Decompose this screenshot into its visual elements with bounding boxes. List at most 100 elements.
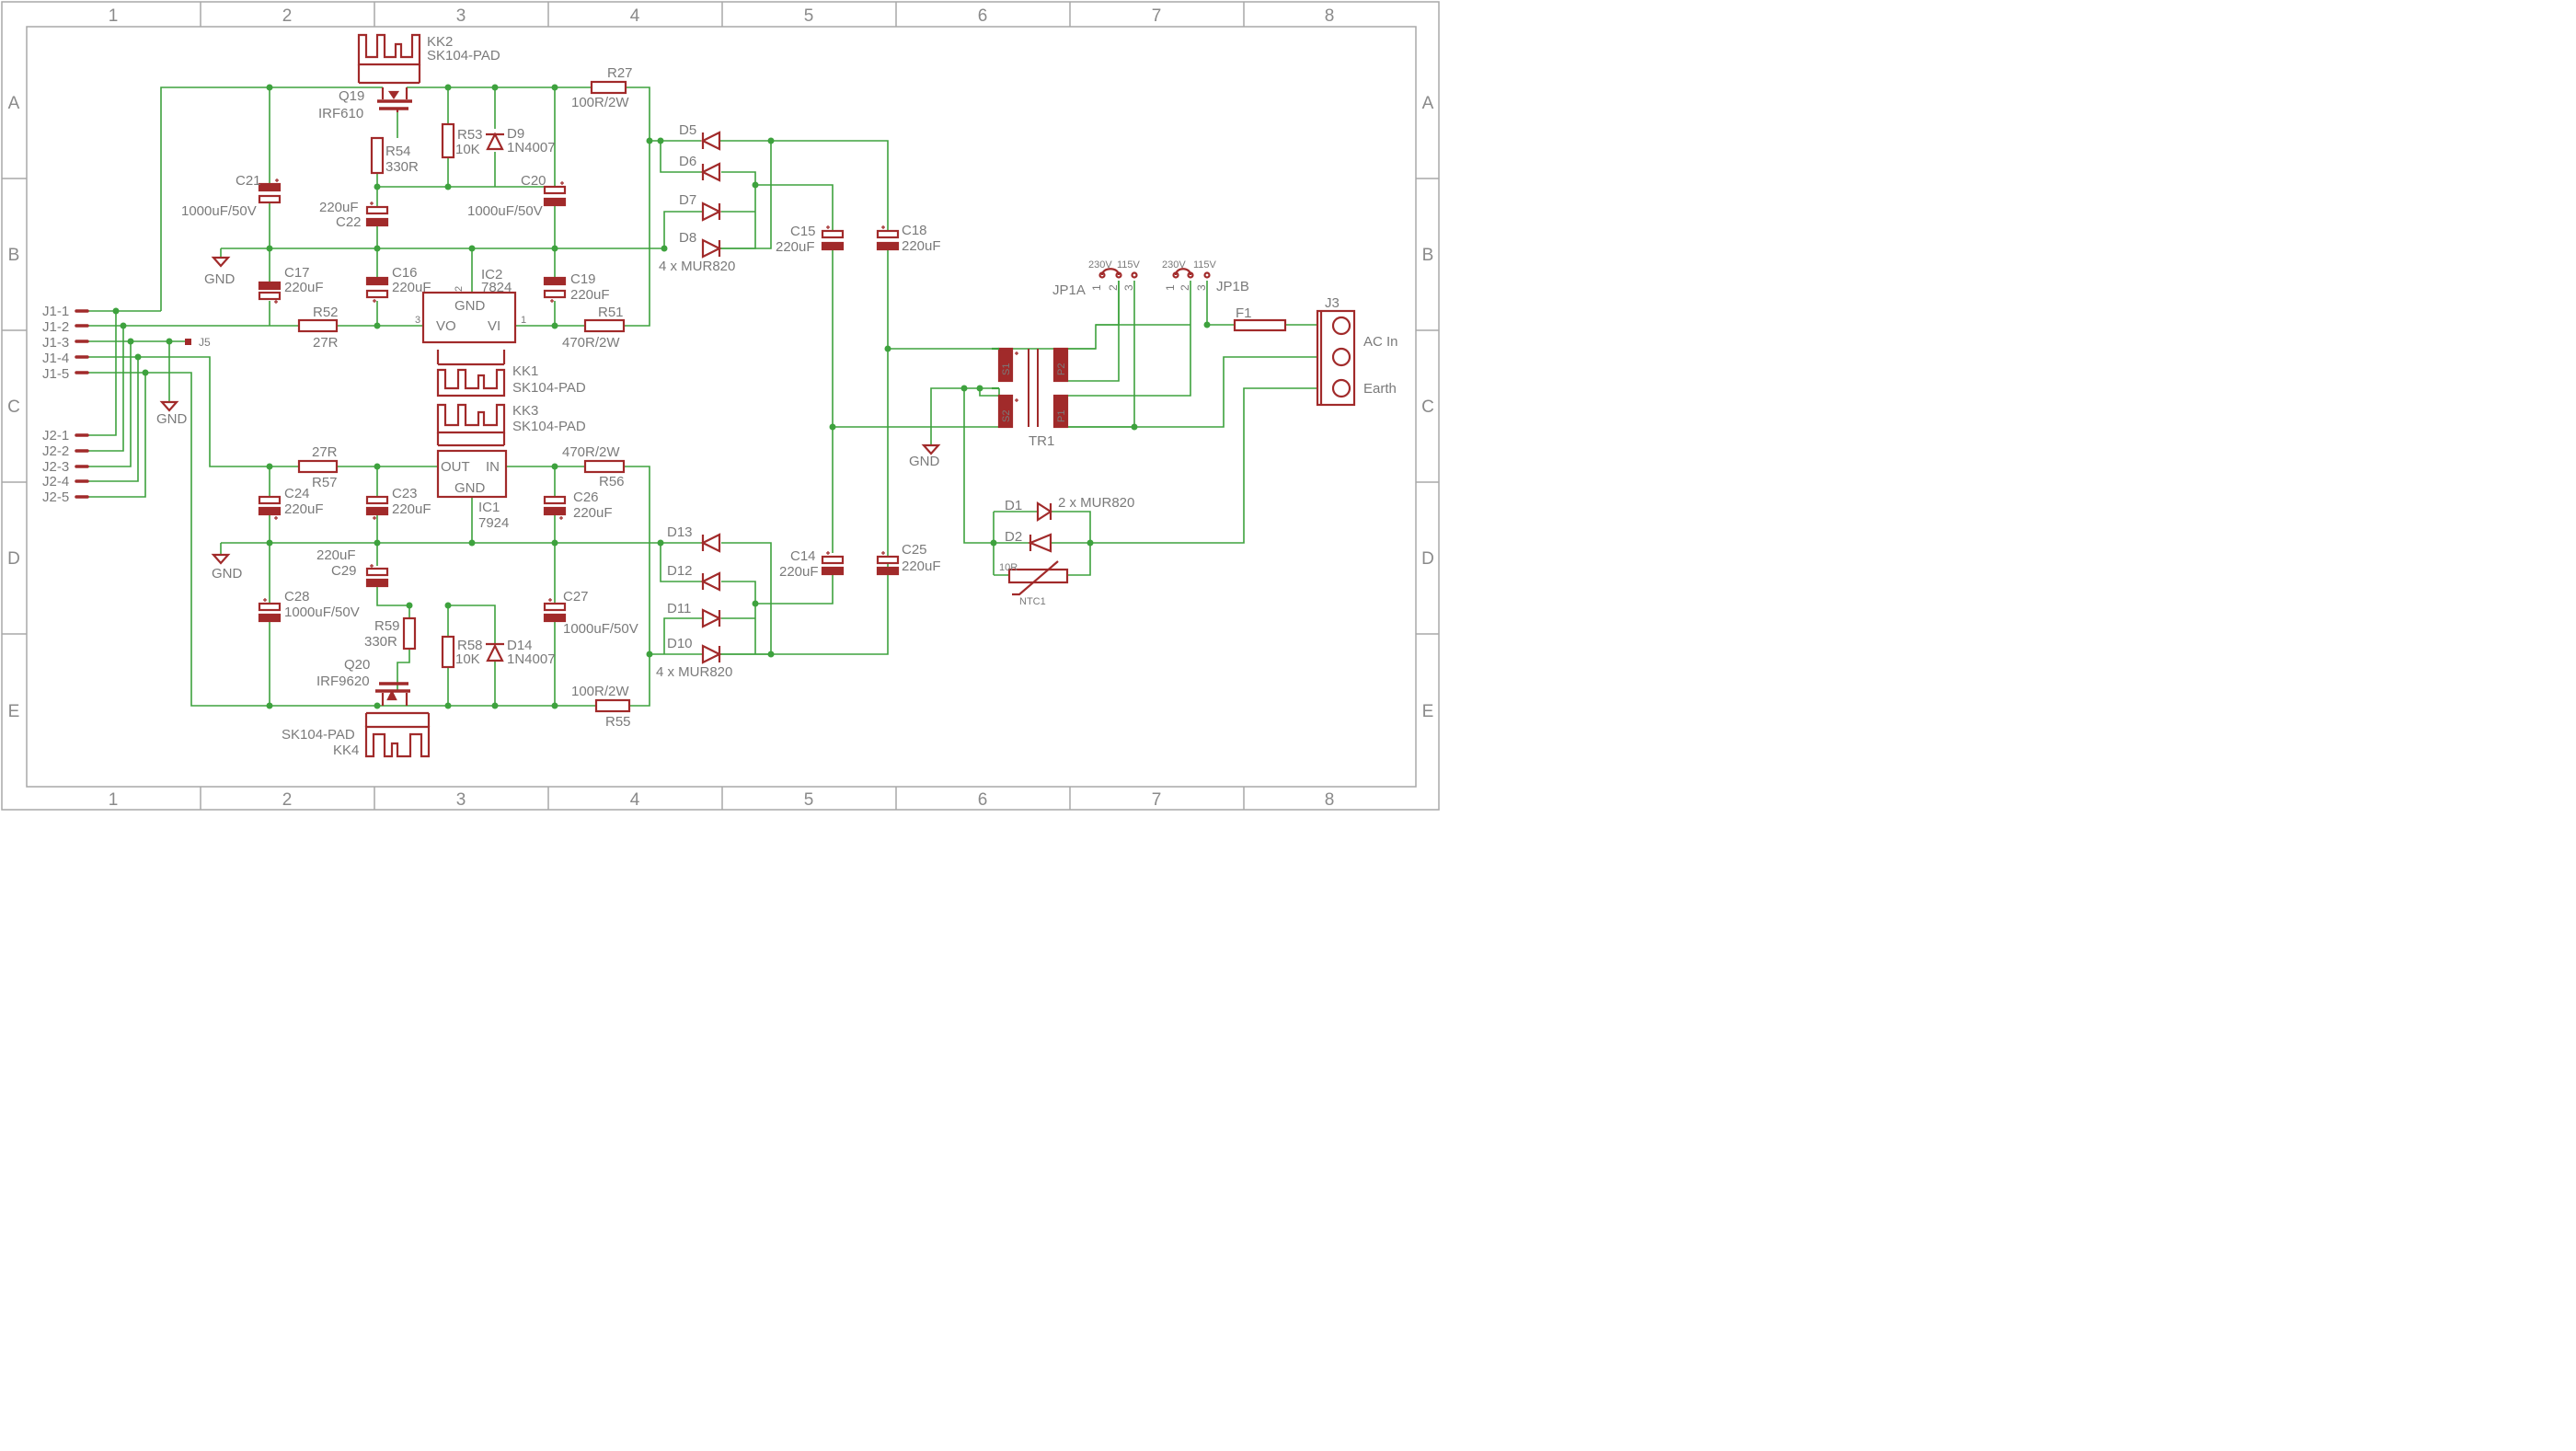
label-c14-name: C14: [790, 548, 816, 564]
diode-d12: [700, 571, 721, 592]
gnd-symbol-1: [211, 256, 231, 268]
label-ic2-pin2: 2: [454, 286, 465, 292]
capacitor-c26: [543, 495, 567, 516]
label-d9-value: 1N4007: [507, 140, 556, 155]
label-d1-value: 2 x MUR820: [1058, 495, 1134, 511]
labels: J1-1 J1-2 J1-3 J1-4 J1-5 J2-1 J2-2 J2-3 …: [42, 34, 1398, 758]
capacitor-c19: [543, 276, 567, 299]
label-r58-name: R58: [457, 638, 483, 653]
label-ic2-name: IC2: [481, 267, 502, 282]
label-j3-earth: Earth: [1363, 381, 1397, 397]
diode-d1: [1036, 501, 1053, 523]
frame-col-label-top: 5: [804, 6, 814, 26]
label-jp1a-115v: 115V: [1117, 259, 1141, 271]
frame-col-label-bottom: 5: [804, 790, 814, 810]
label-c29-name: C29: [331, 563, 357, 579]
label-d5: D5: [679, 122, 696, 138]
label-d10: D10: [667, 636, 693, 651]
label-j2-2: J2-2: [42, 443, 69, 459]
capacitor-c25: [876, 555, 900, 576]
junctions: [112, 84, 1211, 709]
j5-pad: [185, 339, 191, 345]
wires: [78, 86, 1317, 707]
resistor-r55: [594, 698, 631, 713]
frame-col-label-top: 1: [109, 6, 119, 26]
label-j2-5: J2-5: [42, 489, 69, 505]
label-ic2-gnd: GND: [454, 298, 486, 314]
label-jp1b-name: JP1B: [1216, 279, 1249, 294]
label-r54-value: 330R: [385, 159, 419, 175]
label-r57-name: R57: [312, 475, 338, 490]
label-j3: J3: [1325, 295, 1340, 311]
label-c28-name: C28: [284, 589, 310, 605]
label-jp1a-name: JP1A: [1052, 282, 1086, 298]
label-jp1b-pin1: 1: [1164, 284, 1177, 291]
label-r55-name: R55: [605, 714, 631, 730]
components: [75, 33, 1356, 758]
label-r56-value: 470R/2W: [562, 444, 620, 460]
frame-col-label-top: 3: [456, 6, 466, 26]
label-c25-value: 220uF: [902, 559, 941, 574]
label-c20-name: C20: [521, 173, 546, 189]
mosfet-q20: [375, 682, 410, 706]
label-q19-name: Q19: [339, 88, 364, 104]
diode-d9: [486, 132, 504, 151]
gnd-symbol-3: [211, 553, 231, 565]
regulator-ic1: [436, 449, 508, 499]
label-r51-value: 470R/2W: [562, 335, 620, 351]
label-kk2-name: KK2: [427, 34, 453, 50]
drawing-frame: 1 2 3 4 5 6 7 8 1 2 3 4 5 6 7 8 A B C D …: [1, 1, 1440, 811]
label-ic2-value: 7824: [481, 280, 512, 295]
label-c21-name: C21: [236, 173, 261, 189]
label-c23-name: C23: [392, 486, 418, 501]
label-r55-value: 100R/2W: [571, 684, 629, 699]
label-kk4-value: SK104-PAD: [282, 727, 355, 743]
label-kk4-name: KK4: [333, 743, 359, 758]
diode-d7: [701, 202, 722, 222]
label-j1-4: J1-4: [42, 351, 69, 366]
label-tr1-s1: S1: [1001, 363, 1012, 375]
label-j2-3: J2-3: [42, 459, 69, 475]
jumper-jp1a: [1098, 268, 1138, 279]
label-d8: D8: [679, 230, 696, 246]
label-d14-value: 1N4007: [507, 651, 556, 667]
capacitor-c21: [258, 182, 282, 204]
label-r58-value: 10K: [455, 651, 480, 667]
label-q20-name: Q20: [344, 657, 370, 673]
regulator-ic2: [421, 291, 517, 344]
label-j1-5: J1-5: [42, 366, 69, 382]
frame-row-label-left: B: [8, 246, 20, 265]
label-c23-value: 220uF: [392, 501, 431, 517]
label-jp1a-230v: 230V: [1088, 259, 1112, 271]
label-r27-name: R27: [607, 65, 633, 81]
label-j1-3: J1-3: [42, 335, 69, 351]
label-tr1-p2: P2: [1056, 363, 1067, 375]
label-r59-name: R59: [374, 618, 400, 634]
label-c14-value: 220uF: [779, 564, 819, 580]
label-d14-name: D14: [507, 638, 533, 653]
heatsink-kk1: [436, 350, 506, 397]
frame-row-label-right: A: [1422, 94, 1434, 113]
label-jp1b-pin2: 2: [1179, 284, 1191, 291]
frame-col-label-bottom: 1: [109, 790, 119, 810]
diode-d11: [701, 608, 722, 628]
heatsink-kk3: [436, 403, 506, 447]
frame-col-label-bottom: 3: [456, 790, 466, 810]
label-ntc1-value: 10R: [999, 562, 1018, 573]
mosfet-q19: [377, 87, 412, 112]
label-bridge-top: 4 x MUR820: [659, 259, 735, 274]
label-c21-value: 1000uF/50V: [181, 203, 257, 219]
diode-d10: [701, 644, 722, 664]
label-r59-value: 330R: [364, 634, 397, 650]
diode-d6: [700, 162, 721, 182]
capacitor-c15: [821, 229, 845, 251]
label-kk2-value: SK104-PAD: [427, 48, 500, 63]
frame-row-label-left: D: [7, 549, 20, 569]
frame-row-label-left: C: [7, 397, 20, 417]
label-ic1-out: OUT: [441, 459, 470, 475]
frame-col-label-top: 7: [1152, 6, 1162, 26]
label-ic2-vo: VO: [436, 318, 456, 334]
label-r52-name: R52: [313, 305, 339, 320]
label-ic2-vi: VI: [488, 318, 500, 334]
frame-col-label-top: 6: [978, 6, 988, 26]
